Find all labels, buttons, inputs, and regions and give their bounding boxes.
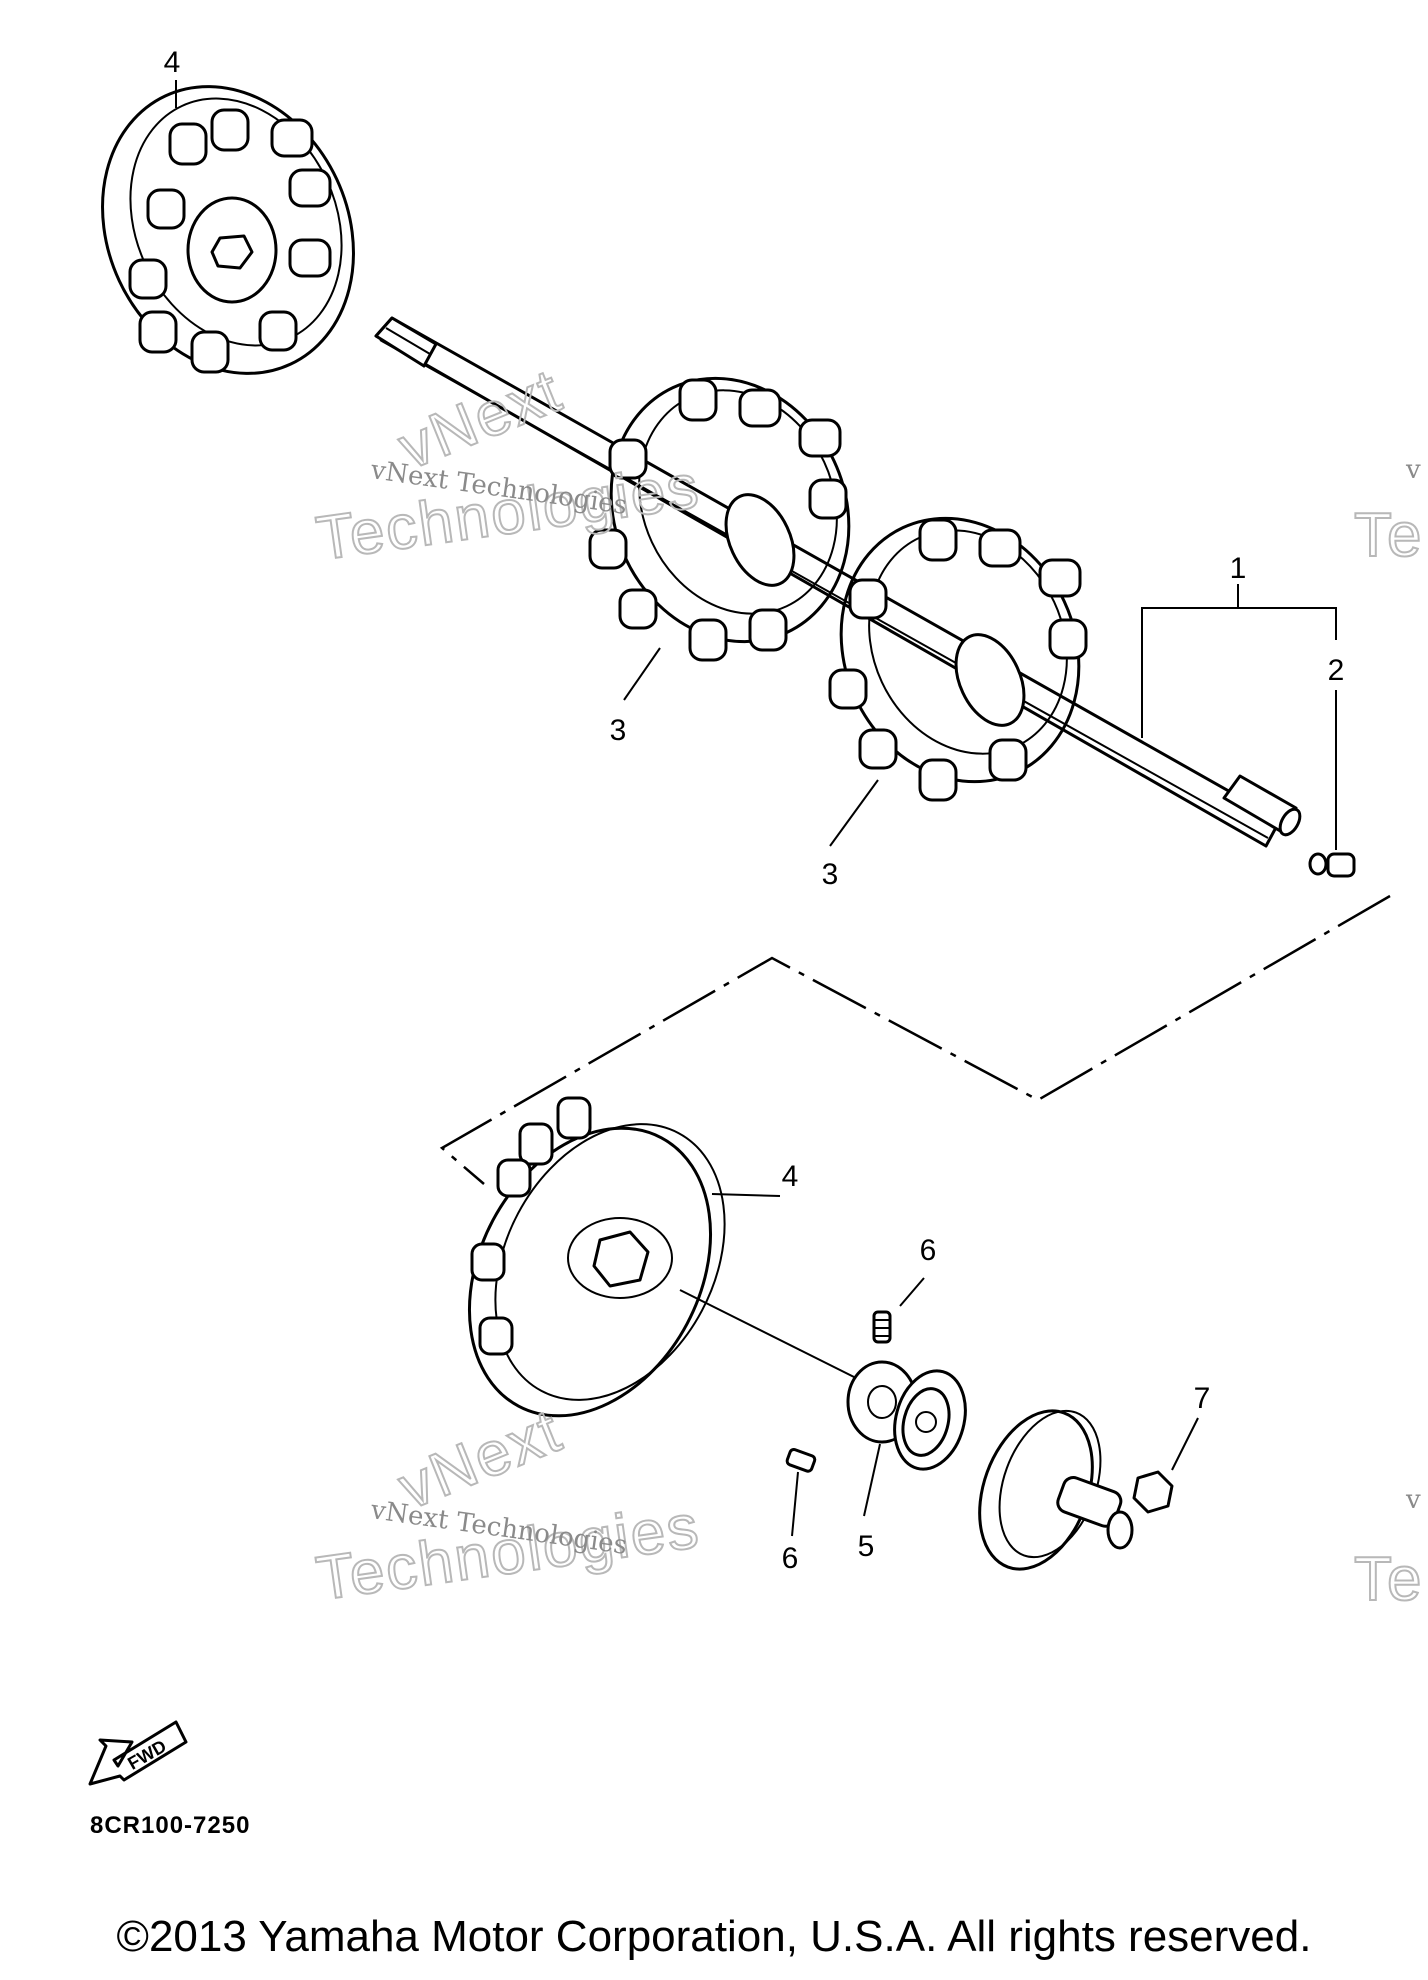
callout-6-lower: 6	[782, 1542, 799, 1575]
flange-hub	[978, 1409, 1134, 1571]
callout-6-upper: 6	[920, 1234, 937, 1267]
callout-7: 7	[1194, 1382, 1211, 1415]
callout-4-lower: 4	[782, 1160, 799, 1193]
callout-4-upper: 4	[164, 46, 181, 79]
nut	[1132, 1470, 1174, 1514]
fwd-arrow-icon: FWD	[88, 1720, 188, 1786]
svg-text:v: v	[1405, 1485, 1421, 1515]
callout-5: 5	[858, 1530, 875, 1563]
assembly-dash-outline	[439, 894, 1391, 1185]
sprocket-lower	[467, 1096, 726, 1418]
diagram-code: 8CR100-7250	[90, 1812, 251, 1839]
shaft-plug	[1308, 852, 1356, 878]
sprocket-upper-left	[101, 85, 355, 375]
callout-3-right: 3	[822, 858, 839, 891]
copyright-notice: ©2013 Yamaha Motor Corporation, U.S.A. A…	[116, 1912, 1312, 1961]
callout-1: 1	[1230, 552, 1247, 585]
svg-text:Te: Te	[1354, 1545, 1423, 1614]
watermark-upper: vNext Technologies vNext Technologies	[311, 355, 705, 575]
callout-bracket-1	[1141, 584, 1337, 850]
watermark-edge: v Te v Te	[1353, 455, 1423, 1615]
callout-numbers: 1 2 3 3 4 4 5 6 6 7	[164, 46, 1345, 1575]
sprocket-3-left	[588, 376, 851, 662]
bearing	[679, 1289, 967, 1471]
set-screws	[785, 1310, 892, 1473]
svg-text:v: v	[1405, 455, 1421, 485]
callout-2: 2	[1328, 654, 1345, 687]
callout-3-left: 3	[610, 714, 627, 747]
svg-text:Te: Te	[1354, 501, 1423, 570]
watermark-lower: vNext Technologies vNext Technologies	[311, 1395, 705, 1615]
leader-lines	[175, 80, 1199, 1537]
sprocket-3-right	[828, 516, 1088, 802]
